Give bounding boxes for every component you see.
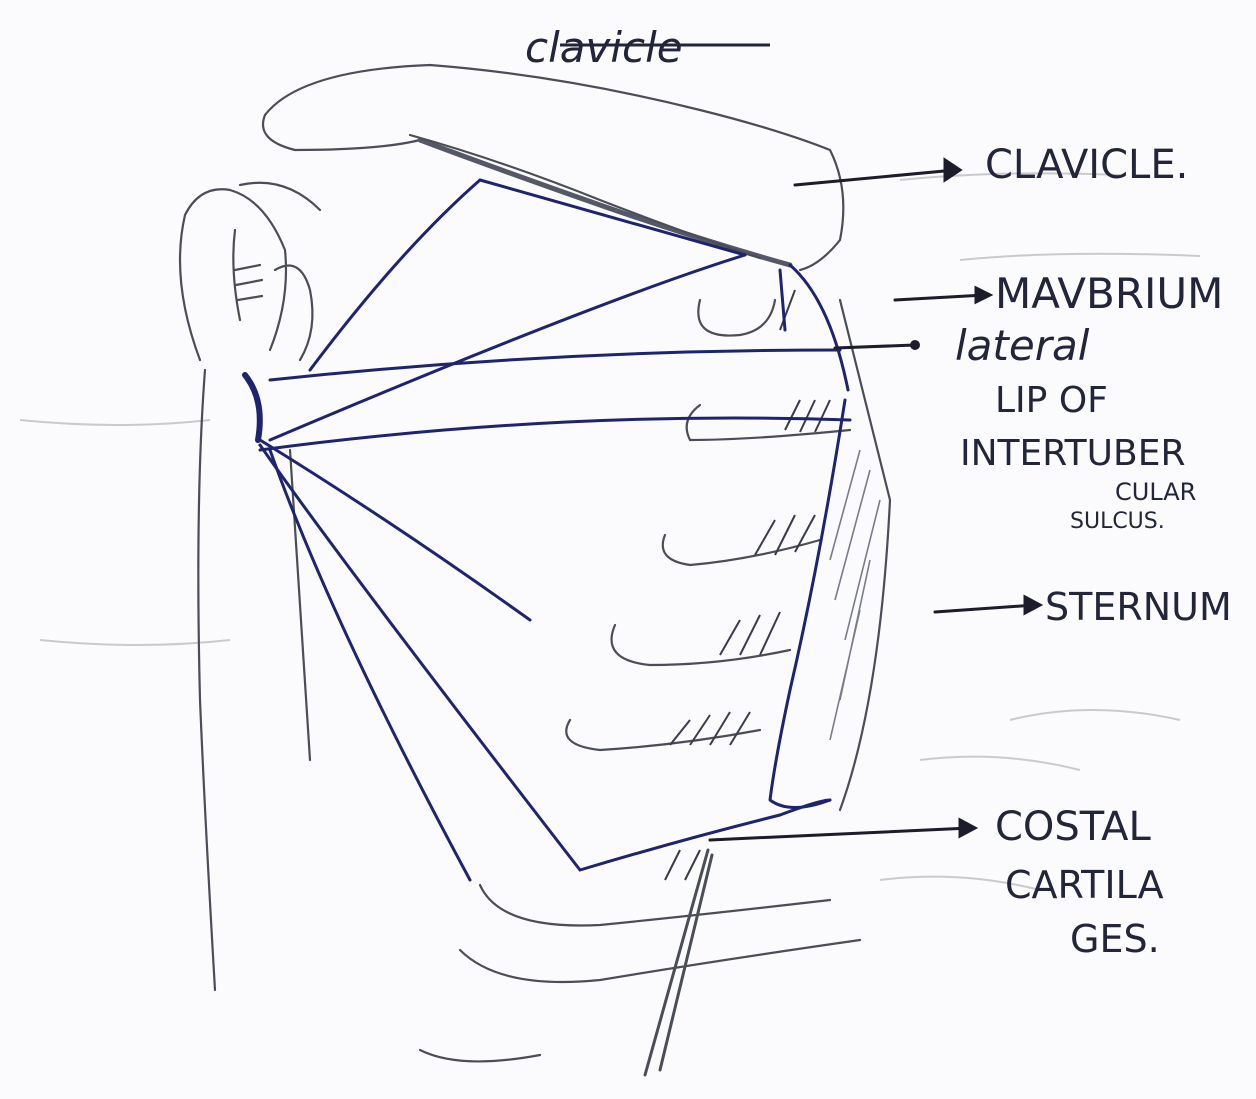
sternum-arrow [935, 605, 1035, 612]
label-clavicle: CLAVICLE. [985, 142, 1188, 188]
cartilage-hatching [665, 290, 830, 880]
costal-arrow [710, 828, 970, 840]
humerus-outline [180, 183, 320, 990]
label-lateral-lip: lateral LIP OF INTERTUBER CULAR SULCUS. [955, 321, 1196, 534]
label-costal-line-1: COSTAL [995, 804, 1151, 850]
manubrium-arrow [895, 295, 985, 300]
sternum-body [770, 300, 890, 810]
label-lateral-lip-line-5: SULCUS. [1070, 509, 1165, 534]
label-costal-line-3: GES. [1070, 917, 1160, 961]
label-arrows [710, 160, 1040, 840]
label-manubrium: MAVBRIUM [995, 269, 1223, 318]
label-lateral-lip-line-1: lateral [955, 321, 1090, 370]
clavicle-bone [263, 65, 843, 270]
label-lateral-lip-line-2: LIP OF [995, 380, 1108, 421]
lateral-lip-arrow [835, 345, 915, 348]
label-costal-line-2: CARTILA [1005, 863, 1164, 907]
diagram-title: clavicle [525, 23, 683, 72]
label-sternum: STERNUM [1045, 585, 1232, 629]
label-lateral-lip-line-3: INTERTUBER [960, 433, 1185, 474]
pectoralis-major-fibres [245, 180, 850, 880]
label-costal-cartilages: COSTAL CARTILA GES. [995, 804, 1164, 961]
label-lateral-lip-line-4: CULAR [1115, 478, 1196, 506]
